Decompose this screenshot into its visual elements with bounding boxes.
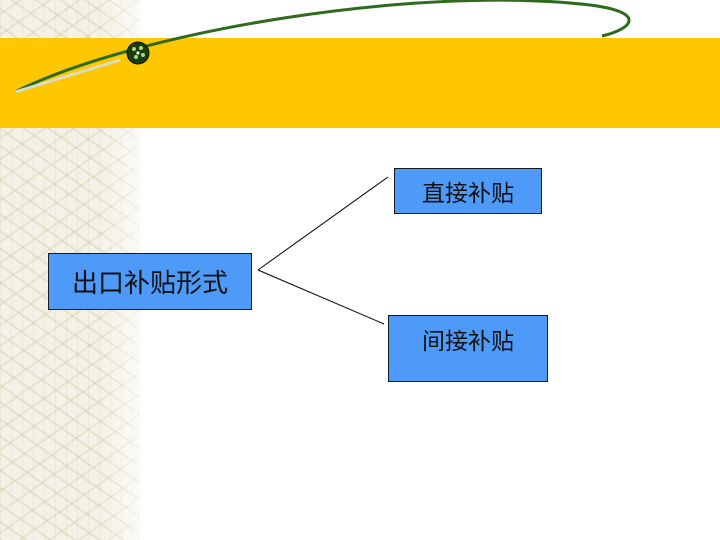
child-node-direct-subsidy: 直接补贴 <box>394 168 542 214</box>
child-node-indirect-subsidy: 间接补贴 <box>388 315 548 382</box>
root-node-label: 出口补贴形式 <box>71 269 228 299</box>
orb-icon <box>126 41 150 65</box>
child-node-label: 直接补贴 <box>422 181 514 207</box>
connector-to-direct <box>257 176 389 271</box>
connector-to-indirect <box>257 269 385 325</box>
swoosh-tail <box>14 58 121 94</box>
child-node-label: 间接补贴 <box>422 329 514 355</box>
root-node-export-subsidy-forms: 出口补贴形式 <box>48 253 252 310</box>
swoosh-curve <box>14 0 631 94</box>
